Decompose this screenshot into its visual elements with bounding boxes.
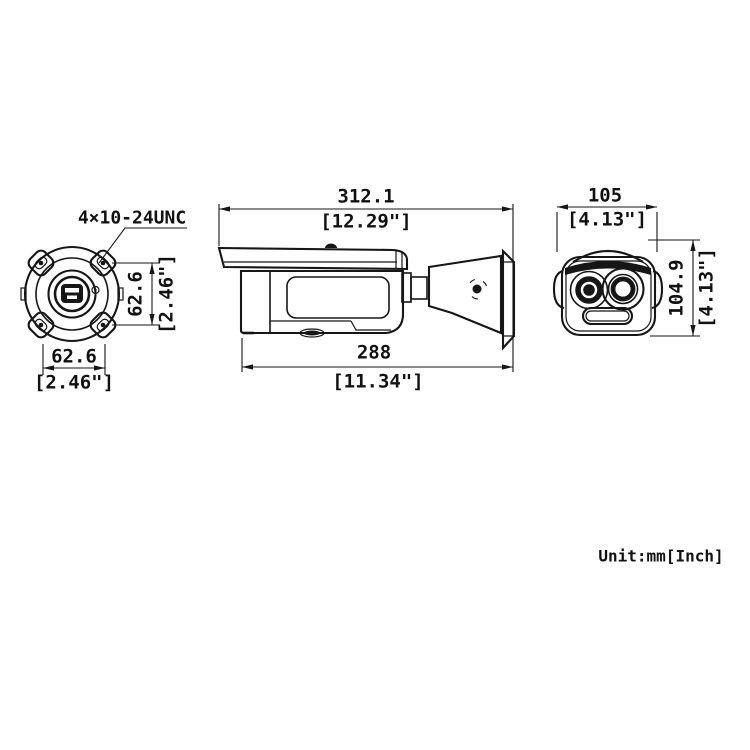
side-dim-total-inch: [12.29"] <box>320 211 412 233</box>
side-dim-total-mm: 312.1 <box>337 186 394 208</box>
body-dome <box>572 250 644 263</box>
bolt-slot-icon <box>100 322 106 328</box>
body-side-panel <box>286 276 390 319</box>
set-screw-icon <box>91 285 100 295</box>
faceplate <box>560 255 657 337</box>
side-view: 312.1 [12.29"] 288 [11.34"] <box>217 186 516 393</box>
thermal-lens <box>569 270 609 310</box>
lens-core <box>61 284 83 303</box>
optical-lens <box>601 267 645 311</box>
side-dim-body-inch: [11.34"] <box>332 371 424 393</box>
thread-spec-label: 4×10-24UNC <box>78 207 186 228</box>
lens-assembly <box>47 269 100 319</box>
side-dim-total-length: 312.1 [12.29"] <box>218 186 514 372</box>
front-dim-horizontal: 62.6 [2.46"] <box>34 344 114 394</box>
front-dim-vertical: 62.6 [2.46"] <box>112 254 178 334</box>
side-notch-right <box>117 287 124 301</box>
wall-base <box>501 248 516 351</box>
body-bulge-left <box>552 269 565 310</box>
face-view: 105 [4.13"] 104.9 [4.13"] <box>552 185 718 337</box>
camera-body <box>239 269 405 335</box>
bolt-slot-icon <box>38 260 44 266</box>
side-dim-body-length: 288 [11.34"] <box>241 338 513 393</box>
mount-arm <box>427 254 503 335</box>
face-dim-height-mm: 104.9 <box>666 259 688 316</box>
bolt-slot-icon <box>38 322 44 328</box>
sunshield <box>217 246 409 271</box>
front-view: 4×10-24UNC 62.6 [2.46"] 62.6 [2.46"] <box>20 207 187 394</box>
face-dim-height-inch: [4.13"] <box>696 248 718 328</box>
bottom-screw-icon <box>299 328 325 338</box>
mount-plate-inner-ring <box>35 257 109 331</box>
front-dim-horizontal-mm: 62.6 <box>51 346 97 368</box>
body-bulge-right <box>651 269 664 310</box>
leader-line <box>98 227 187 264</box>
side-dim-body-mm: 288 <box>357 342 391 364</box>
front-dim-vertical-inch: [2.46"] <box>156 254 178 334</box>
mount-plate-outer-ring <box>23 245 121 343</box>
face-dim-width-mm: 105 <box>588 185 622 207</box>
face-dim-width-inch: [4.13"] <box>567 209 647 231</box>
face-dim-height: 104.9 [4.13"] <box>648 239 718 337</box>
front-dim-horizontal-inch: [2.46"] <box>34 372 114 394</box>
sunshield-edge <box>565 261 651 275</box>
face-dim-width: 105 [4.13"] <box>556 185 658 252</box>
sunshield-screw-icon <box>325 243 337 248</box>
front-dim-vertical-mm: 62.6 <box>125 271 147 317</box>
unit-note: Unit:mm[Inch] <box>598 547 723 566</box>
bolt-slot-icon <box>100 260 106 266</box>
side-notch-left <box>20 287 27 301</box>
illuminator-window <box>581 306 634 326</box>
lock-screw-icon <box>469 278 488 300</box>
